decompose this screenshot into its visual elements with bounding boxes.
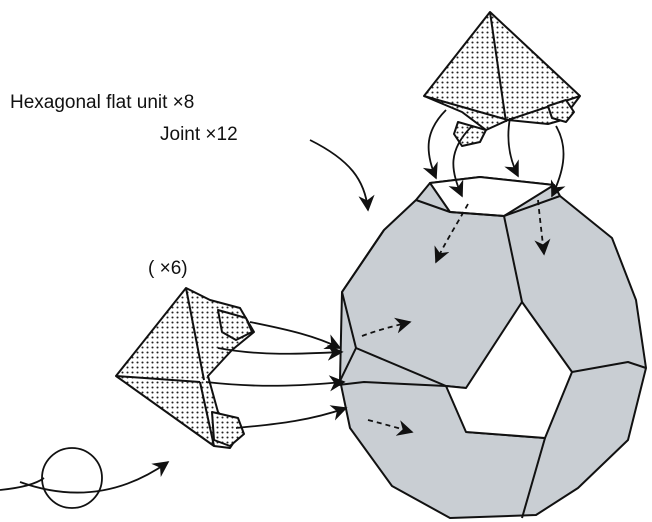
rotation-loop-icon bbox=[0, 448, 102, 508]
folded-joint-unit-icon bbox=[116, 288, 254, 448]
hexagonal-unit-label: Hexagonal flat unit ×8 bbox=[10, 92, 194, 113]
truncated-octahedron bbox=[338, 177, 646, 518]
joint-label: Joint ×12 bbox=[160, 124, 238, 145]
multiplier-label: ( ×6) bbox=[148, 258, 188, 279]
